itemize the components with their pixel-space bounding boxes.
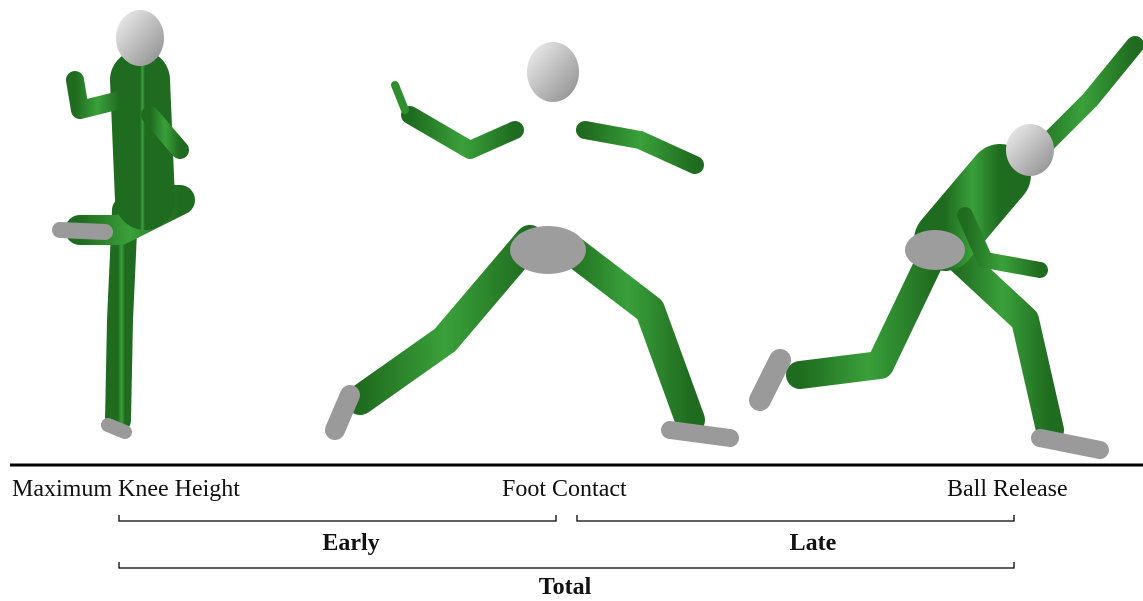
figure-foot-contact <box>335 42 730 438</box>
bracket-early <box>119 515 556 521</box>
figure-ball-release <box>760 45 1135 450</box>
figure-max-knee-height <box>60 10 180 432</box>
bracket-late <box>577 515 1014 521</box>
label-total: Total <box>539 574 591 601</box>
label-early: Early <box>322 530 379 557</box>
label-max-knee-height: Maximum Knee Height <box>12 476 240 503</box>
label-late: Late <box>790 530 837 557</box>
bracket-total <box>119 562 1014 568</box>
label-ball-release: Ball Release <box>947 476 1068 503</box>
label-foot-contact: Foot Contact <box>502 476 627 503</box>
